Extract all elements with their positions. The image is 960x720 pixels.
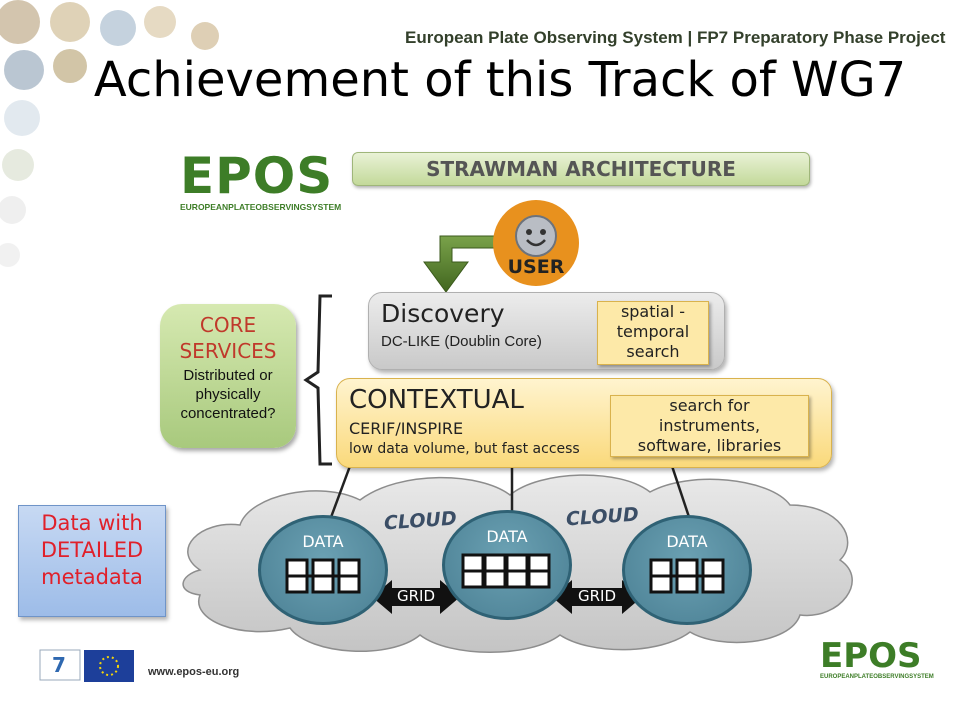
contextual-search-box: search for instruments, software, librar…	[610, 395, 809, 457]
svg-text:7: 7	[52, 653, 66, 677]
discovery-box-line2: temporal	[616, 322, 690, 341]
user-avatar	[493, 200, 579, 286]
storage-icon	[285, 558, 361, 594]
epos-footer-logo: EPOS EUROPEANPLATEOBSERVINGSYSTEM	[820, 638, 940, 688]
eu-flag	[84, 650, 134, 682]
epos-logo: EPOS EUROPEANPLATEOBSERVINGSYSTEM	[180, 150, 350, 220]
detailed-metadata-box: Data with DETAILED metadata	[18, 505, 166, 617]
contextual-subtitle: CERIF/INSPIRE	[349, 419, 464, 438]
user-label: USER	[507, 256, 565, 278]
core-text-line2: physically	[195, 386, 261, 403]
epos-logo-subtitle: EUROPEANPLATEOBSERVINGSYSTEM	[180, 202, 342, 212]
data-node-1-label: DATA	[302, 532, 344, 551]
strawman-banner: STRAWMAN ARCHITECTURE	[352, 152, 810, 186]
grid-arrows	[372, 580, 642, 614]
user-arrow	[423, 235, 495, 293]
data-node-1: DATA	[258, 515, 388, 625]
data-node-2: DATA	[442, 510, 572, 620]
detail-line3: metadata	[41, 565, 143, 589]
core-services-title: CORE SERVICES	[160, 312, 296, 364]
smiley-icon	[515, 215, 557, 257]
core-title-line1: CORE	[199, 313, 257, 337]
grid-label-2: GRID	[577, 587, 617, 605]
core-title-line2: SERVICES	[179, 339, 277, 363]
slide-title: Achievement of this Track of WG7	[93, 52, 907, 108]
connector-lines	[328, 465, 692, 521]
project-header: European Plate Observing System | FP7 Pr…	[405, 28, 946, 47]
discovery-subtitle: DC-LIKE (Doublin Core)	[381, 333, 542, 350]
storage-icon	[461, 553, 551, 589]
detail-line1: Data with	[41, 511, 143, 535]
fp7-logo: 7	[39, 649, 81, 681]
grid-label-1: GRID	[396, 587, 436, 605]
epos-footer-logo-subtitle: EUROPEANPLATEOBSERVINGSYSTEM	[820, 674, 934, 680]
discovery-box-line1: spatial -	[620, 302, 686, 321]
core-services-text: Distributed or physically concentrated?	[160, 366, 296, 423]
data-node-3: DATA	[622, 515, 752, 625]
core-services-bracket	[303, 294, 332, 466]
contextual-title: CONTEXTUAL	[349, 385, 524, 415]
core-text-line1: Distributed or	[183, 367, 273, 384]
contextual-box-line2: instruments,	[658, 416, 761, 435]
contextual-layer: CONTEXTUAL CERIF/INSPIRE low data volume…	[336, 378, 832, 468]
data-node-3-label: DATA	[666, 532, 708, 551]
contextual-box-line3: software, libraries	[637, 436, 782, 455]
photo-collage	[0, 0, 219, 267]
contextual-note: low data volume, but fast access	[349, 441, 580, 457]
storage-icon	[649, 558, 725, 594]
discovery-box-line3: search	[626, 342, 680, 361]
discovery-layer: Discovery DC-LIKE (Doublin Core) spatial…	[368, 292, 725, 370]
discovery-title: Discovery	[381, 299, 505, 328]
epos-logo-word: EPOS	[180, 147, 334, 205]
footer-url: www.epos-eu.org	[148, 666, 240, 678]
contextual-box-line1: search for	[669, 396, 750, 415]
core-text-line3: concentrated?	[180, 405, 276, 422]
data-node-2-label: DATA	[486, 527, 528, 546]
discovery-search-box: spatial - temporal search	[597, 301, 709, 365]
core-services-box: CORE SERVICES Distributed or physically …	[160, 304, 296, 448]
epos-footer-logo-word: EPOS	[820, 636, 922, 676]
detail-line2: DETAILED	[40, 538, 144, 562]
